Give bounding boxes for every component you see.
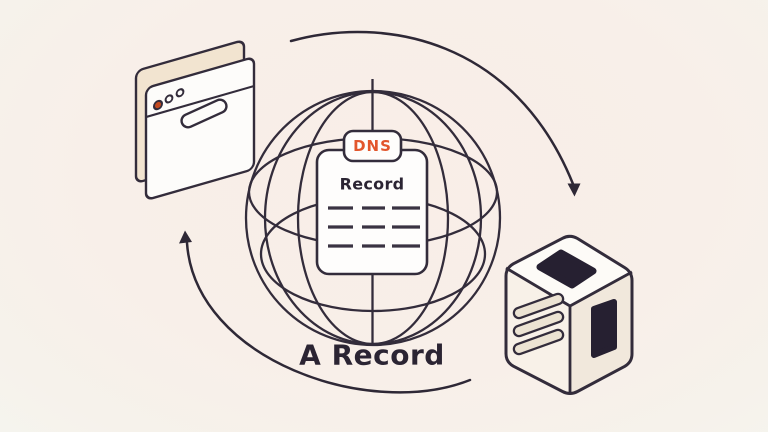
browser-address-bar [180, 98, 228, 129]
browser-window-icon [134, 40, 256, 200]
request-arrow-curve [289, 30, 575, 186]
request-arrow-icon [289, 30, 581, 197]
response-arrow-curve [185, 241, 472, 394]
request-arrowhead [567, 183, 581, 197]
server-vent-fill [515, 313, 562, 335]
server-icon [504, 234, 634, 395]
response-arrow-icon [179, 230, 472, 394]
server-side-slot [591, 299, 617, 358]
dns-badge-label: DNS [353, 137, 392, 155]
dns-record-card [315, 129, 429, 276]
server-vent-fill [515, 331, 562, 353]
browser-dot-maximize [175, 88, 185, 98]
a-record-caption: A Record [299, 338, 445, 372]
record-card-placeholder-lines [328, 206, 420, 248]
browser-dot-close [153, 99, 163, 111]
server-vent-fill [515, 295, 562, 317]
record-card-label: Record [339, 174, 405, 194]
response-arrowhead [179, 230, 192, 244]
browser-dot-minimize [164, 94, 174, 104]
browser-toolbar-divider [147, 85, 253, 118]
server-vent-bars [512, 292, 565, 356]
dns-badge [342, 129, 403, 163]
server-top-slot [536, 249, 597, 289]
record-card-body [315, 148, 429, 276]
server-outline [504, 234, 634, 395]
